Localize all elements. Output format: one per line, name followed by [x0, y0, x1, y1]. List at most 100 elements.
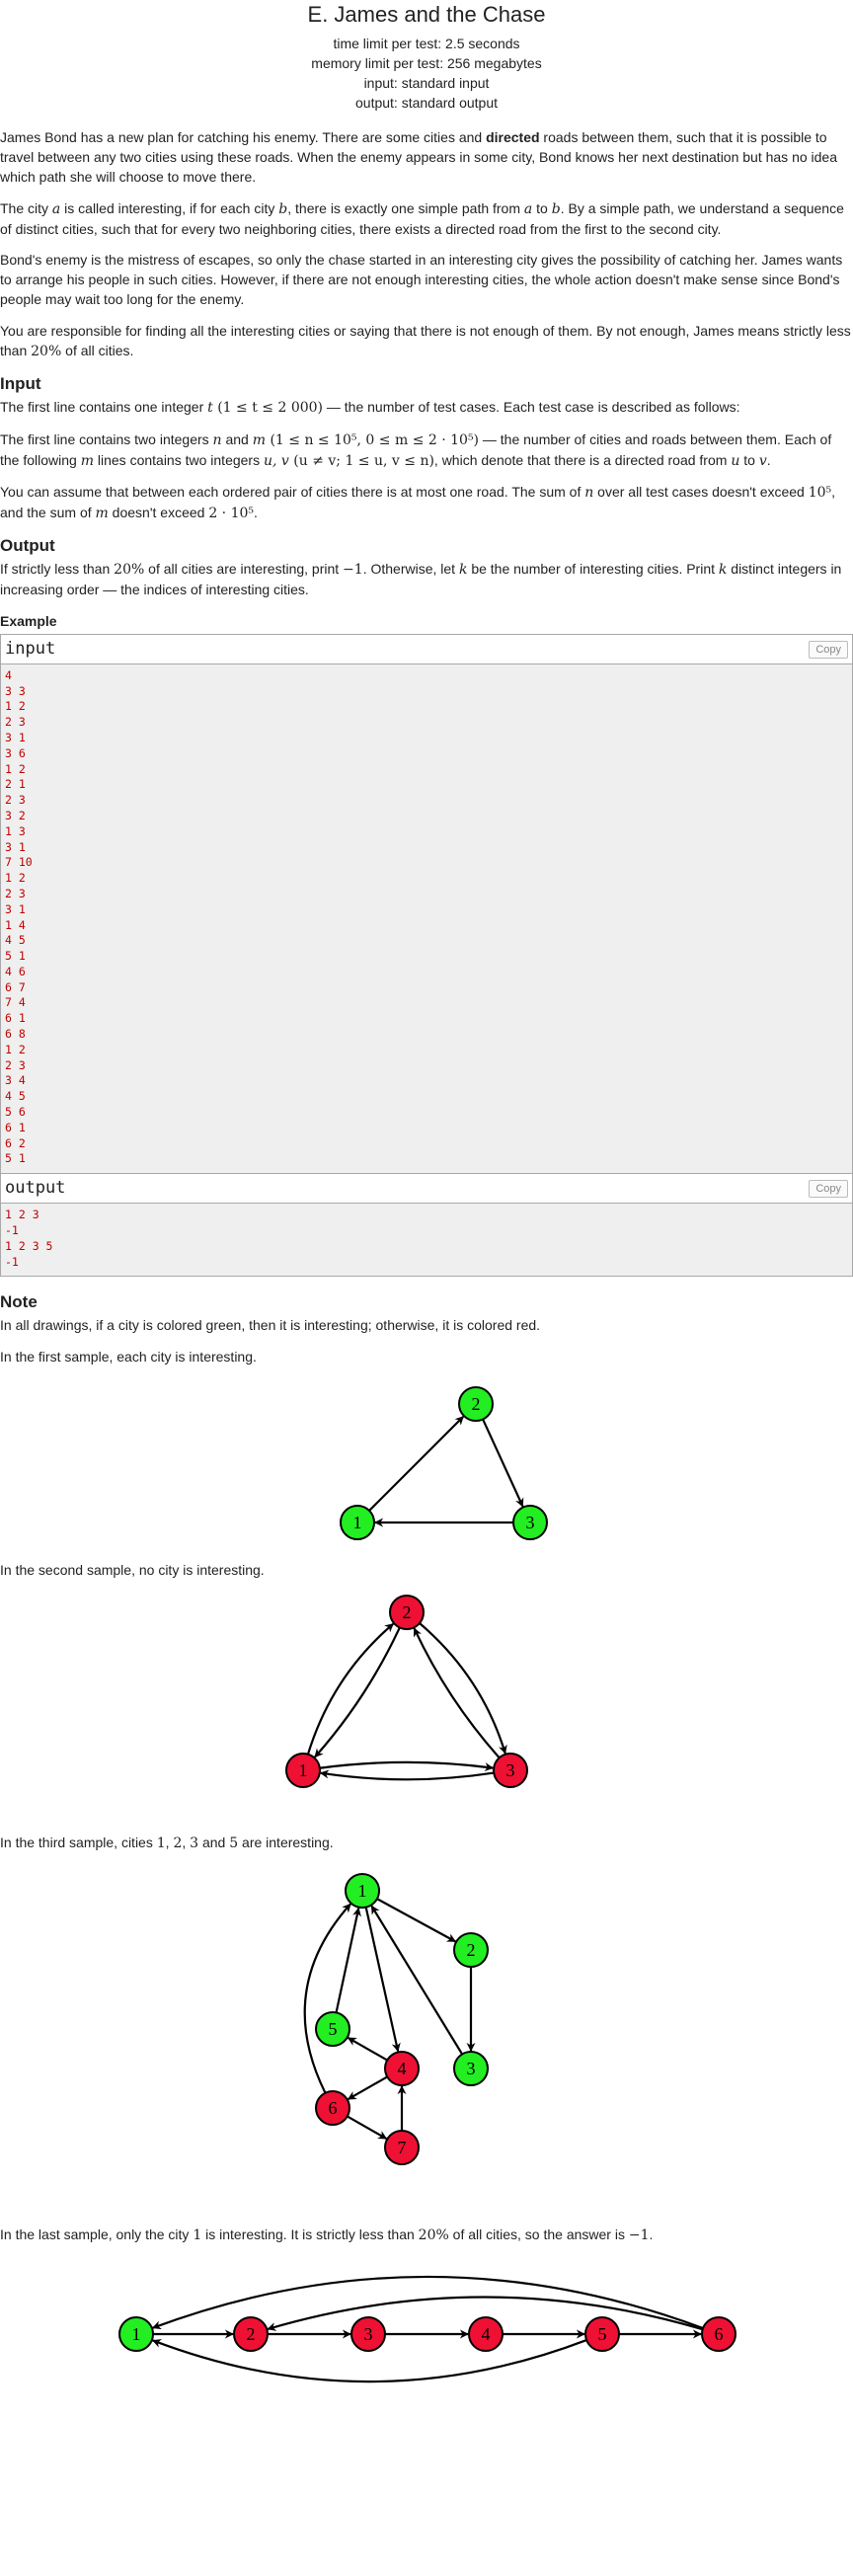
- city-node-5: 5: [584, 2315, 620, 2352]
- input-specification: Input The first line contains one intege…: [0, 374, 853, 524]
- city-node-2: 2: [458, 1386, 494, 1423]
- city-node-3: 3: [493, 1753, 528, 1789]
- sample-input-text[interactable]: 4 3 3 1 2 2 3 3 1 3 6 1 2 2 1 2 3 3 2 1 …: [5, 667, 33, 1166]
- edge-2-1: [314, 1627, 401, 1758]
- note-section: Note In all drawings, if a city is color…: [0, 1292, 853, 2484]
- edge-6-1: [152, 2275, 704, 2329]
- input-paragraph-3: You can assume that between each ordered…: [0, 484, 836, 522]
- city-node-3: 3: [350, 2315, 386, 2352]
- city-node-3: 3: [453, 2050, 489, 2086]
- note-legend: In all drawings, if a city is colored gr…: [0, 1317, 541, 1334]
- output-target: output: standard output: [355, 95, 498, 111]
- city-node-1: 1: [340, 1505, 375, 1541]
- input-paragraph-1: The first line contains one integer t (1…: [0, 398, 740, 416]
- note-sample-1: In the first sample, each city is intere…: [0, 1349, 257, 1366]
- city-node-2: 2: [389, 1595, 425, 1631]
- svg-text:1: 1: [132, 2324, 141, 2344]
- sample-output-header: output Copy: [1, 1174, 852, 1205]
- edge-3-1: [370, 1905, 464, 2056]
- note-sample-3: In the third sample, cities 1, 2, 3 and …: [0, 1834, 334, 1852]
- sample-4-graph: 1 2 3 4 5 6: [118, 2275, 737, 2383]
- edge-5-1: [151, 2338, 587, 2383]
- example-title: Example: [0, 612, 57, 629]
- note-title: Note: [0, 1292, 38, 1312]
- problem-title: E. James and the Chase: [307, 2, 546, 27]
- city-node-1: 1: [285, 1753, 321, 1789]
- city-node-6: 6: [701, 2315, 737, 2352]
- svg-text:2: 2: [247, 2324, 256, 2344]
- edge-2-3: [419, 1622, 507, 1755]
- svg-text:2: 2: [467, 1940, 476, 1960]
- copy-output-button[interactable]: Copy: [809, 1180, 848, 1199]
- svg-text:1: 1: [299, 1760, 308, 1780]
- svg-text:4: 4: [398, 2059, 407, 2078]
- edge-5-1: [335, 1907, 361, 2013]
- sample-1-graph: 1 2 3: [340, 1386, 548, 1541]
- sample-output-label: output: [5, 1178, 66, 1199]
- statement-paragraph-1: James Bond has a new plan for catching h…: [0, 129, 838, 185]
- input-paragraph-2: The first line contains two integers n a…: [0, 430, 832, 469]
- city-node-1: 1: [345, 1872, 380, 1909]
- svg-text:2: 2: [472, 1394, 481, 1414]
- note-sample-4: In the last sample, only the city 1 is i…: [0, 2225, 654, 2243]
- memory-limit: memory limit per test: 256 megabytes: [311, 55, 542, 71]
- city-node-7: 7: [384, 2129, 420, 2165]
- sample-2-graph: 1 2 3: [285, 1595, 528, 1789]
- svg-text:5: 5: [598, 2324, 607, 2344]
- edge-3-1: [319, 1769, 495, 1781]
- edge-1-2: [306, 1622, 395, 1756]
- input-title: Input: [0, 373, 41, 393]
- edge-1-2: [376, 1898, 456, 1943]
- sample-output-block: output Copy 1 2 3 -1 1 2 3 5 -1: [0, 1173, 853, 1278]
- svg-text:4: 4: [482, 2324, 491, 2344]
- svg-text:3: 3: [364, 2324, 373, 2344]
- svg-text:3: 3: [526, 1513, 535, 1532]
- svg-text:7: 7: [398, 2138, 407, 2157]
- output-paragraph: If strictly less than 20% of all cities …: [0, 561, 842, 597]
- input-source: input: standard input: [363, 75, 490, 91]
- city-node-6: 6: [315, 2089, 350, 2126]
- svg-text:6: 6: [329, 2098, 338, 2118]
- statement-paragraph-2: The city a is called interesting, if for…: [0, 199, 844, 237]
- city-node-4: 4: [468, 2315, 504, 2352]
- sample-input-block: input Copy 4 3 3 1 2 2 3 3 1 3 6 1 2 2 1…: [0, 633, 853, 1175]
- svg-text:5: 5: [329, 2019, 338, 2039]
- edge-4-6: [347, 2075, 388, 2100]
- sample-output-text[interactable]: 1 2 3 -1 1 2 3 5 -1: [5, 1208, 53, 1269]
- edge-6-2: [267, 2296, 704, 2331]
- output-title: Output: [0, 536, 55, 556]
- output-specification: Output If strictly less than 20% of all …: [0, 536, 853, 600]
- problem-statement: James Bond has a new plan for catching h…: [0, 128, 853, 362]
- copy-input-button[interactable]: Copy: [809, 640, 848, 659]
- city-node-2: 2: [233, 2315, 269, 2352]
- edge-4-5: [347, 2036, 388, 2062]
- sample-input-header: input Copy: [1, 634, 852, 664]
- svg-text:1: 1: [353, 1513, 362, 1532]
- svg-text:2: 2: [403, 1602, 412, 1622]
- edge-6-1: [303, 1903, 351, 2094]
- statement-paragraph-3: Bond's enemy is the mistress of escapes,…: [0, 252, 843, 308]
- svg-text:6: 6: [715, 2324, 724, 2344]
- edge-3-2: [413, 1627, 501, 1759]
- edge-2-3: [482, 1419, 524, 1508]
- sample-input-label: input: [5, 638, 56, 659]
- edge-6-7: [347, 2115, 388, 2140]
- city-node-5: 5: [315, 2010, 350, 2047]
- edge-1-4: [364, 1907, 401, 2053]
- problem-page: E. James and the Chase time limit per te…: [0, 0, 853, 2484]
- problem-header: E. James and the Chase time limit per te…: [0, 0, 853, 113]
- sample-3-graph: 1 2 3 4 5 6 7: [303, 1872, 489, 2165]
- city-node-3: 3: [512, 1505, 548, 1541]
- city-node-1: 1: [118, 2315, 154, 2352]
- statement-paragraph-4: You are responsible for finding all the …: [0, 323, 851, 359]
- note-sample-2: In the second sample, no city is interes…: [0, 1562, 265, 1579]
- edge-1-3: [319, 1760, 495, 1772]
- example-section: Example input Copy 4 3 3 1 2 2 3 3 1 3 6…: [0, 612, 853, 1278]
- svg-text:3: 3: [506, 1760, 515, 1780]
- city-node-2: 2: [453, 1931, 489, 1968]
- time-limit: time limit per test: 2.5 seconds: [333, 36, 520, 51]
- svg-text:1: 1: [358, 1881, 367, 1901]
- edge-1-2: [368, 1416, 465, 1512]
- city-node-4: 4: [384, 2050, 420, 2086]
- svg-text:3: 3: [467, 2059, 476, 2078]
